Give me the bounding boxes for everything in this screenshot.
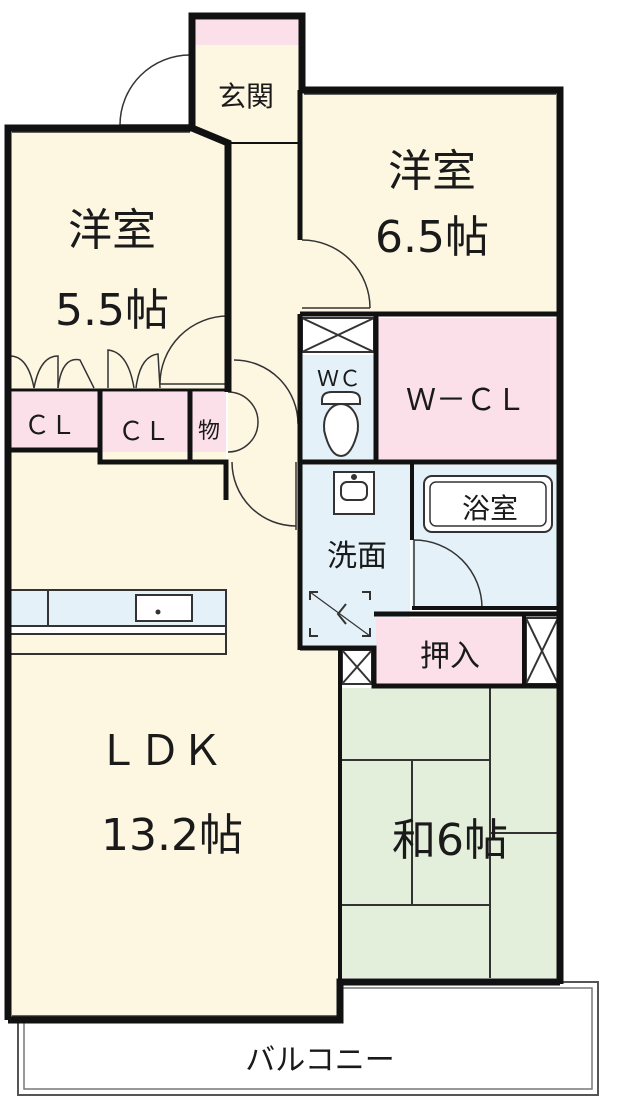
- pipe-shaft-icon: [301, 317, 559, 685]
- wcl-floor: [378, 318, 558, 460]
- wcl-label: Ｗ－ＣＬ: [406, 383, 526, 418]
- storage-label: 物: [198, 419, 220, 444]
- western-room-right-floor: [300, 92, 558, 312]
- western-right-size: 6.5帖: [375, 212, 489, 263]
- japanese-room-label: 和6帖: [392, 815, 508, 866]
- western-right-label: 洋室: [388, 146, 476, 197]
- oshiire-label: 押入: [420, 639, 480, 674]
- kitchen-counter: [9, 589, 227, 655]
- ldk-size: 13.2帖: [101, 810, 243, 861]
- bathtub-icon: [423, 475, 553, 533]
- balcony-label: バルコニー: [245, 1043, 394, 1078]
- western-left-size: 5.5帖: [55, 285, 169, 336]
- wc-label: ＷＣ: [317, 367, 361, 392]
- western-left-label: 洋室: [68, 205, 156, 256]
- walls: [4, 12, 564, 1024]
- closet-mid-floor: [102, 392, 190, 458]
- closet-mid-label: ＣＬ: [118, 417, 170, 447]
- storage-floor: [192, 392, 226, 458]
- door-swings: [9, 54, 483, 609]
- washroom-label: 洗面: [327, 539, 387, 574]
- entrance-step: [192, 20, 300, 45]
- toilet-icon: [321, 391, 361, 458]
- washing-machine-space: [309, 591, 371, 637]
- bath-label: 浴室: [462, 492, 518, 525]
- closet-left-label: ＣＬ: [24, 411, 76, 441]
- tatami-lines: [340, 688, 558, 978]
- kitchen-sink-icon: [135, 594, 193, 622]
- entrance-label: 玄関: [218, 80, 274, 113]
- western-room-left-floor: [10, 130, 228, 390]
- oshiire-floor: [376, 618, 522, 684]
- washbasin-icon: [333, 471, 375, 515]
- closet-left-floor: [10, 392, 100, 448]
- corridor-floor: [228, 145, 300, 465]
- ldk-label: ＬＤＫ: [97, 726, 223, 775]
